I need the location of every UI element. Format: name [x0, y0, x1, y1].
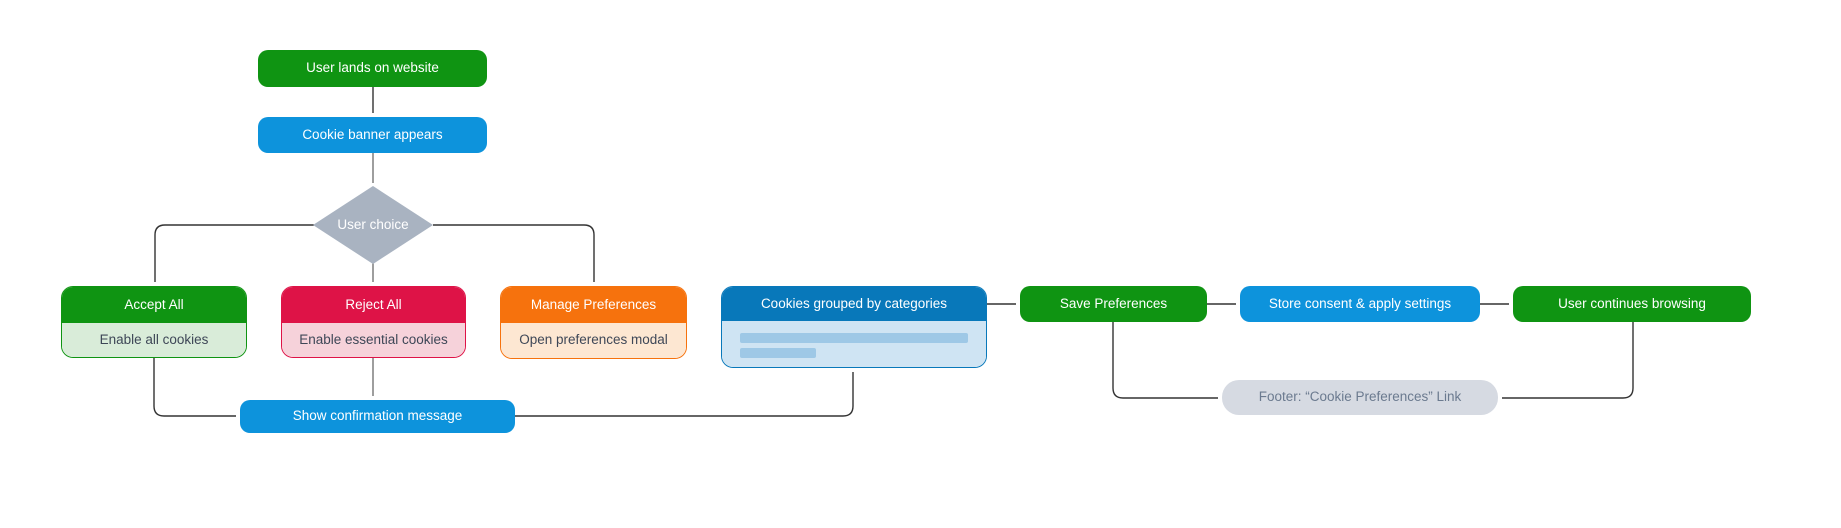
skeleton-bar-long: [740, 333, 968, 343]
edge-confirm-grouped: [515, 372, 854, 417]
accept-all-label: Accept All: [124, 296, 184, 312]
node-save-preferences-label: Save Preferences: [1059, 295, 1168, 311]
node-save-preferences[interactable]: Save Preferences: [1020, 286, 1207, 322]
node-store-consent-label: Store consent & apply settings: [1268, 295, 1452, 311]
node-user-choice[interactable]: User choice: [313, 186, 433, 264]
edge-continue-footer: [1502, 322, 1634, 399]
manage-preferences-body: Open preferences modal: [501, 323, 686, 358]
accept-all-sublabel: Enable all cookies: [99, 331, 209, 347]
node-footer-link-label: Footer: “Cookie Preferences” Link: [1258, 389, 1462, 405]
manage-preferences-sublabel: Open preferences modal: [519, 332, 668, 348]
edge-save-footer: [1112, 322, 1218, 399]
node-user-choice-label: User choice: [337, 216, 409, 232]
edge-accept-confirm: [153, 358, 236, 417]
node-show-confirmation-label: Show confirmation message: [292, 408, 463, 424]
cookies-grouped-label: Cookies grouped by categories: [760, 295, 948, 311]
node-show-confirmation[interactable]: Show confirmation message: [240, 400, 515, 433]
reject-all-body: Enable essential cookies: [282, 323, 465, 357]
manage-preferences-label: Manage Preferences: [530, 296, 657, 312]
cookies-grouped-header: Cookies grouped by categories: [722, 287, 986, 321]
reject-all-header: Reject All: [282, 287, 465, 323]
accept-all-header: Accept All: [62, 287, 246, 323]
skeleton-bar-short: [740, 348, 816, 358]
node-cookie-banner-label: Cookie banner appears: [302, 126, 443, 142]
node-footer-link[interactable]: Footer: “Cookie Preferences” Link: [1222, 380, 1498, 415]
node-user-continues[interactable]: User continues browsing: [1513, 286, 1751, 322]
manage-preferences-header: Manage Preferences: [501, 287, 686, 323]
node-manage-preferences[interactable]: Manage Preferences Open preferences moda…: [500, 286, 687, 359]
edge-choice-manage: [433, 224, 595, 282]
node-user-lands[interactable]: User lands on website: [258, 50, 487, 87]
node-cookie-banner[interactable]: Cookie banner appears: [258, 117, 487, 153]
edge-choice-accept: [154, 224, 314, 282]
reject-all-label: Reject All: [345, 296, 402, 312]
reject-all-sublabel: Enable essential cookies: [299, 331, 448, 347]
accept-all-body: Enable all cookies: [62, 323, 246, 357]
node-cookies-grouped[interactable]: Cookies grouped by categories: [721, 286, 987, 368]
node-user-continues-label: User continues browsing: [1558, 295, 1706, 311]
node-reject-all[interactable]: Reject All Enable essential cookies: [281, 286, 466, 358]
node-user-lands-label: User lands on website: [306, 60, 439, 76]
node-store-consent[interactable]: Store consent & apply settings: [1240, 286, 1480, 322]
node-accept-all[interactable]: Accept All Enable all cookies: [61, 286, 247, 358]
cookies-grouped-body: [722, 321, 986, 367]
